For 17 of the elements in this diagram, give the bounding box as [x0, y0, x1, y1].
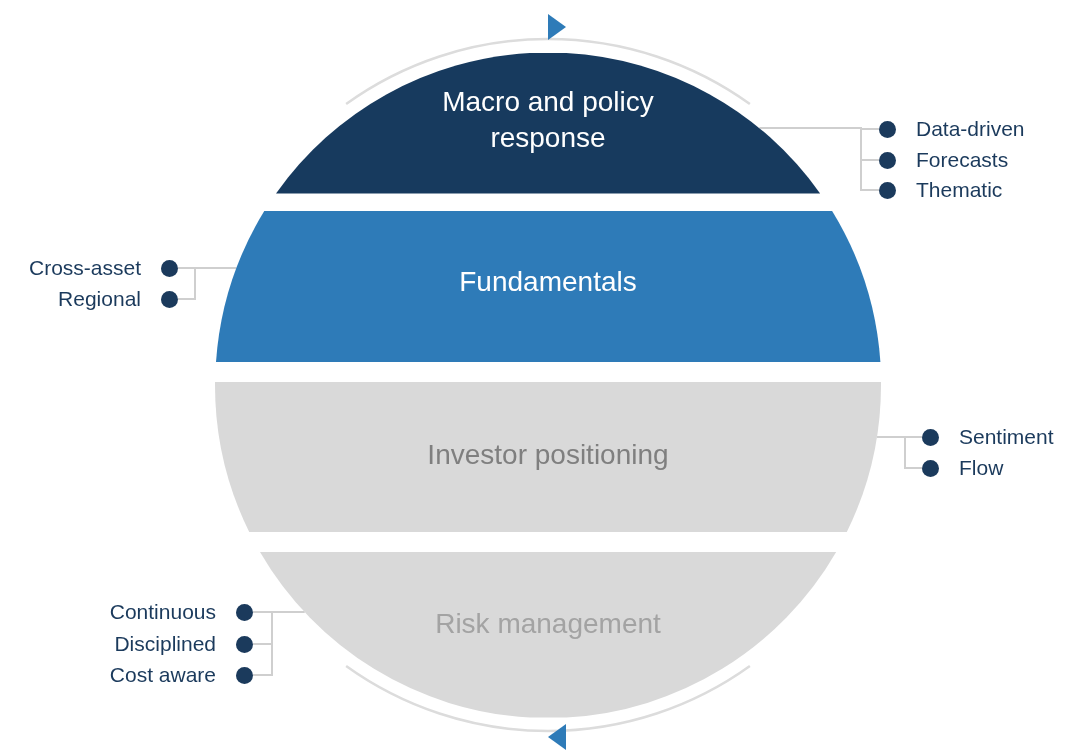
bullet-label: Continuous [109, 600, 216, 624]
bullet-label: Forecasts [916, 148, 1009, 172]
segment-title: Macro and policy response [442, 86, 654, 153]
bullet-label: Disciplined [114, 632, 216, 656]
circle-segment [215, 382, 881, 532]
bullet-label: Sentiment [959, 425, 1054, 449]
bullet-label: Cost aware [109, 663, 216, 687]
segment-title: Fundamentals [459, 266, 637, 297]
circle-segment [215, 211, 881, 362]
circle-segment [259, 552, 837, 718]
bullet-label: Cross-asset [28, 256, 141, 280]
bullet-label: Regional [58, 287, 141, 311]
circle-segment [275, 52, 821, 193]
bullet-label: Flow [959, 456, 1004, 480]
bullet-label: Data-driven [916, 117, 1025, 141]
bullet-label: Thematic [916, 178, 1003, 202]
segment-title: Investor positioning [427, 439, 669, 470]
